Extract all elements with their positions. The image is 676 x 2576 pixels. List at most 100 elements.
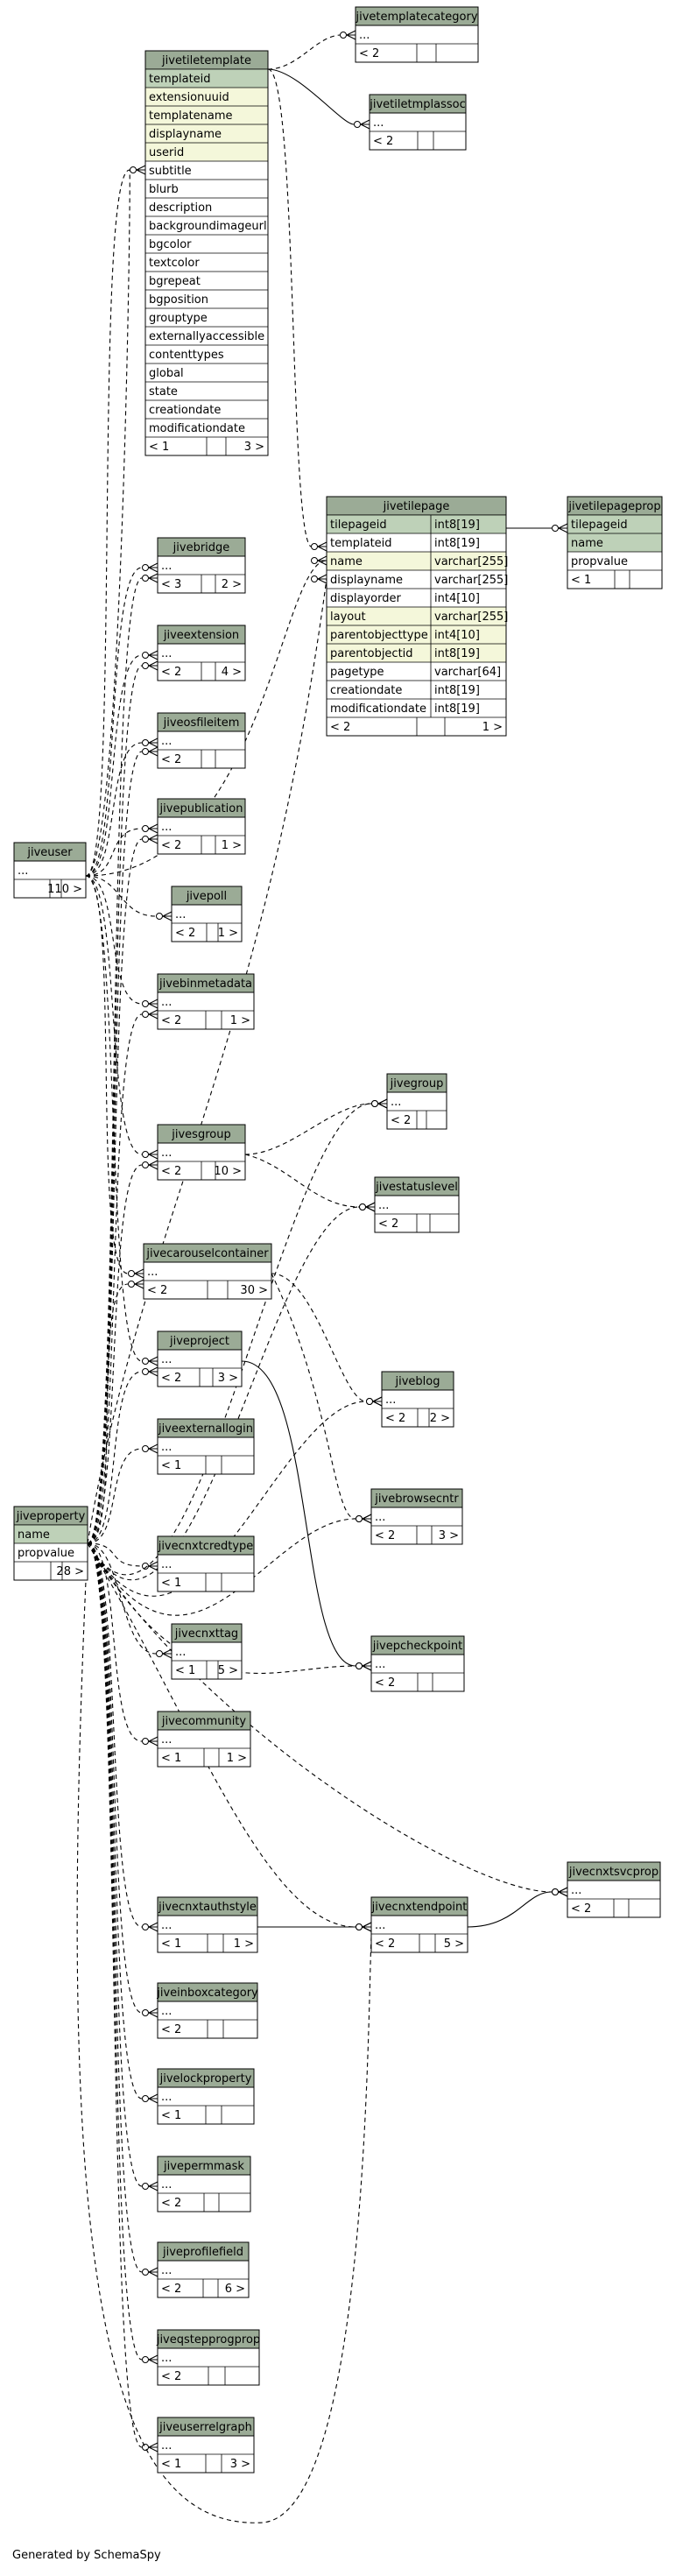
rel-jiveuser-jiveextension [85, 650, 158, 877]
rel-jiveuser-jivepublication [85, 823, 158, 877]
column-row: bgposition [145, 289, 268, 307]
table-jiveqstepprogprop[interactable]: jiveqstepprogprop...< 2 [156, 2329, 260, 2386]
parent-count: < 2 [385, 1412, 405, 1425]
table-jiveosfileitem[interactable]: jiveosfileitem...< 2 [157, 712, 246, 769]
optional-marker [311, 557, 318, 564]
crows-foot-marker [148, 823, 158, 834]
optional-marker [142, 1011, 149, 1018]
crows-foot-marker [346, 30, 356, 40]
relationship-path [76, 1542, 372, 2523]
table-name: jivecnxtcredtype [158, 1540, 254, 1553]
table-jivepermmask[interactable]: jivepermmask...< 2 [157, 2156, 251, 2213]
table-jivestatuslevel[interactable]: jivestatuslevel...< 2 [374, 1176, 460, 1233]
optional-marker [142, 2009, 149, 2016]
table-name: jivetiletmplassoc [369, 98, 465, 111]
relationship-path [85, 828, 143, 877]
rel-jiveproperty-jivebridge [87, 573, 158, 1544]
table-jivecnxtsvcprop[interactable]: jivecnxtsvcprop...< 2 [567, 1861, 661, 1918]
rel-jiveproperty-jivecarouselcontainer [87, 1279, 144, 1544]
rel-tiletemplate-tilepage [267, 68, 327, 552]
child-count: 5 > [444, 1937, 464, 1951]
table-footer: 28 > [14, 1561, 88, 1580]
rel-jiveuser-jivetilepage [85, 555, 327, 877]
column-name: modificationdate [330, 702, 426, 716]
optional-marker [142, 1151, 149, 1158]
optional-marker [128, 1270, 135, 1277]
table-jivelockproperty[interactable]: jivelockproperty...< 1 [157, 2068, 255, 2125]
column-type: int8[19] [434, 684, 480, 697]
column-name: subtitle [149, 165, 192, 178]
parent-count: < 2 [359, 47, 379, 60]
relationship-path [244, 1154, 360, 1208]
table-jivegroup[interactable]: jivegroup...< 2 [386, 1073, 447, 1130]
table-jiveexternallogin[interactable]: jiveexternallogin...< 1 [157, 1418, 255, 1475]
table-jivetiletmplassoc[interactable]: jivetiletmplassoc...< 2 [369, 94, 467, 151]
relationship-path [87, 1448, 143, 1544]
table-footer: < 2 [158, 2366, 259, 2385]
child-count: 30 > [240, 1284, 268, 1297]
relationship-path [85, 654, 143, 877]
table-name: jivecnxtauthstyle [158, 1901, 257, 1914]
column-row: bgcolor [145, 234, 268, 251]
crows-foot-marker [362, 1514, 372, 1524]
column-name: textcolor [149, 257, 200, 270]
column-name: extensionuuid [149, 91, 229, 104]
crows-foot-marker [148, 1160, 158, 1170]
table-jivepcheckpoint[interactable]: jivepcheckpoint...< 2 [370, 1635, 465, 1692]
column-name: tilepageid [330, 519, 387, 532]
table-jivetemplatecategory[interactable]: jivetemplatecategory...< 2 [355, 6, 479, 63]
column-name: bgrepeat [149, 275, 201, 288]
relationship-path [87, 1542, 356, 1928]
crows-foot-marker [148, 1443, 158, 1454]
column-name: ... [161, 996, 172, 1009]
relationship-path [87, 1542, 143, 2273]
table-jiveuser[interactable]: jiveuser...110 > [13, 842, 87, 899]
child-count: 1 > [230, 1014, 250, 1027]
column-name: name [18, 1528, 50, 1542]
optional-marker [142, 739, 149, 746]
relationship-path [244, 1103, 372, 1155]
column-row: ... [158, 1142, 245, 1160]
crows-foot-marker [134, 1268, 144, 1279]
indexed-column-highlight [327, 644, 506, 662]
table-jivetiletemplate[interactable]: jivetiletemplatetemplateidextensionuuidt… [144, 50, 269, 456]
column-name: ... [161, 735, 172, 748]
column-type: int4[10] [434, 629, 480, 642]
table-footer: < 2 [158, 749, 245, 768]
relationship-path [85, 875, 143, 1005]
crows-foot-marker [148, 650, 158, 660]
table-name: jivetilepageprop [567, 500, 660, 513]
table-jivecnxtcredtype[interactable]: jivecnxtcredtype...< 1 [157, 1535, 255, 1592]
column-row: ... [567, 1880, 660, 1897]
table-jiveinboxcategory[interactable]: jiveinboxcategory...< 2 [156, 1982, 258, 2039]
child-count: 1 > [234, 1937, 254, 1951]
parent-count: < 1 [161, 1937, 181, 1951]
parent-count: < 3 [161, 578, 181, 591]
table-jivetilepageprop[interactable]: jivetilepageproptilepageidnamepropvalue<… [567, 496, 663, 589]
crows-foot-marker [365, 1202, 376, 1212]
column-name: templatename [149, 109, 233, 123]
column-name: ... [161, 2264, 172, 2277]
